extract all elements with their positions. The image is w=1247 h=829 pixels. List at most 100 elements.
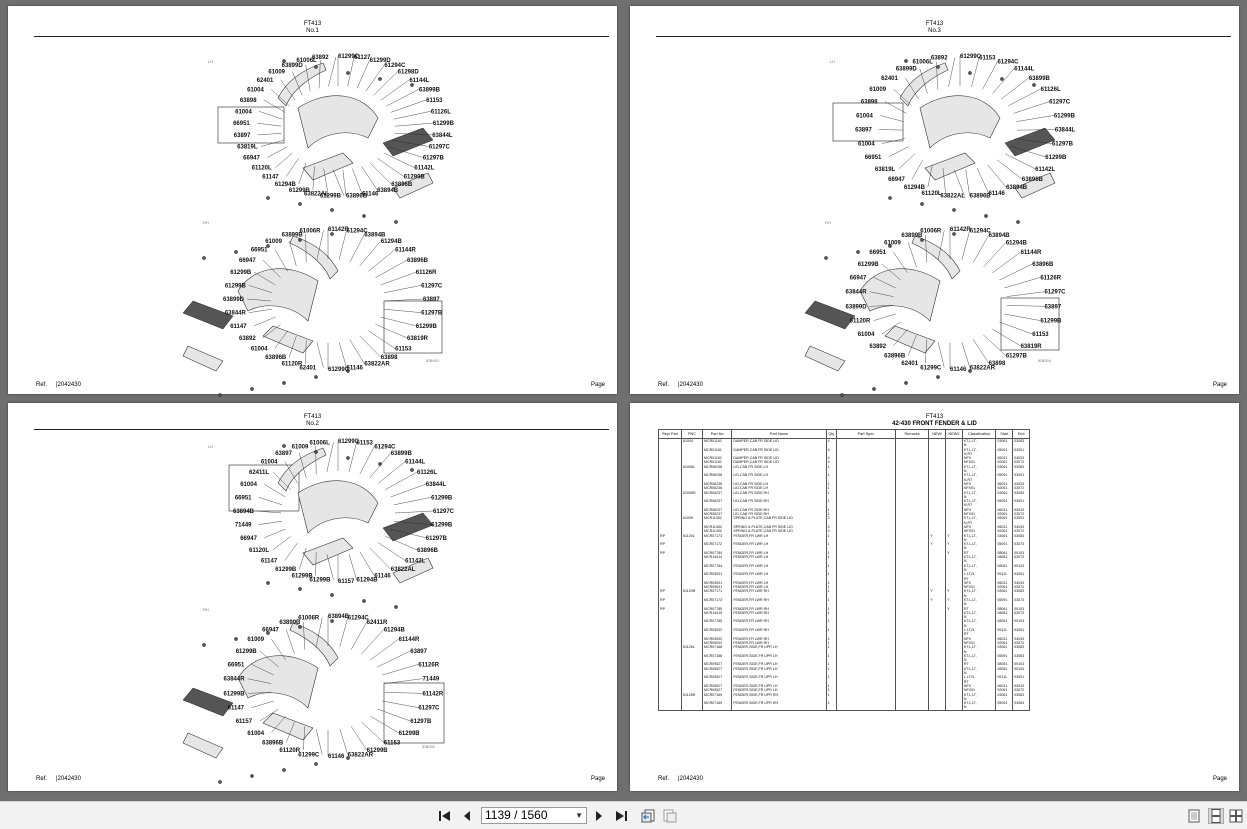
callout-label: 61144L	[409, 78, 429, 84]
callout-label: 61006L	[913, 60, 934, 66]
callout-label: 61294B	[381, 239, 403, 245]
leader-line	[1006, 291, 1045, 297]
previous-page-button[interactable]	[459, 808, 475, 824]
table-cell	[701, 546, 733, 551]
table-cell: MCR11452	[701, 529, 733, 534]
table-cell: MCR07785	[701, 619, 733, 624]
bolt	[282, 59, 286, 63]
callout-label: 61120R	[850, 319, 871, 325]
callout-label: 63899B	[901, 233, 923, 239]
bolt	[968, 369, 972, 373]
table-cell: 03072	[1012, 460, 1030, 465]
leader-line	[263, 99, 286, 113]
continuous-view-button[interactable]	[1208, 808, 1224, 824]
table-cell: MCR09527	[701, 675, 733, 680]
table-row: N	[657, 443, 1030, 448]
table-cell: MCR07168	[701, 653, 733, 659]
callout-label: 61299B	[320, 194, 342, 200]
bolt	[968, 71, 972, 75]
table-cell: MCR06237	[701, 490, 733, 495]
ref-label: Ref.	[658, 776, 670, 782]
table-cell: MCR06236	[701, 464, 733, 470]
callout-label: 61297C	[421, 283, 443, 289]
table-cell: 04033	[1012, 636, 1030, 641]
table-cell: RP	[657, 550, 683, 556]
table-cell	[836, 503, 896, 508]
last-page-button[interactable]	[613, 808, 629, 824]
table-cell: RP	[657, 533, 683, 538]
table-cell	[825, 615, 838, 620]
callout-label: 61299B	[1045, 155, 1067, 161]
table-cell: 03051	[1012, 516, 1030, 521]
table-cell	[701, 576, 733, 581]
two-page-view-button[interactable]	[1228, 808, 1244, 824]
parts-diagram: LHRHIEB00461299C6115361294C61144L63899B6…	[804, 54, 1076, 397]
table-cell: 1	[825, 675, 838, 680]
callout-label: 61294C	[348, 616, 370, 622]
callout-label: 61120L	[922, 191, 942, 197]
callout-label: 61009	[292, 444, 309, 450]
table-cell	[836, 666, 896, 672]
leader-line	[987, 164, 1007, 188]
table-cell	[657, 671, 683, 676]
table-cell	[825, 649, 838, 654]
callout-label: 61147	[261, 558, 278, 564]
leader-line	[254, 272, 276, 286]
callout-label: 62401	[257, 78, 274, 84]
leader-line	[1011, 146, 1046, 158]
table-cell	[1012, 494, 1030, 500]
callout-label: 61297B	[423, 156, 445, 162]
leader-line	[1006, 305, 1045, 307]
go-forward-button[interactable]	[662, 808, 678, 824]
table-cell	[657, 563, 683, 568]
bolt	[330, 619, 334, 623]
leader-line	[323, 168, 329, 194]
table-cell	[825, 576, 838, 581]
table-cell	[657, 486, 683, 491]
table-cell	[657, 623, 683, 629]
table-cell: 03051	[1012, 447, 1030, 452]
go-back-button[interactable]	[640, 808, 656, 824]
table-cell	[657, 628, 683, 633]
table-row: N	[657, 705, 1030, 711]
table-cell	[657, 679, 683, 684]
leader-line	[267, 146, 288, 158]
callout-label: 61147	[228, 706, 245, 712]
bolt	[218, 780, 222, 784]
fender-assembly	[182, 619, 350, 784]
leader-line	[284, 542, 298, 561]
leader-line	[380, 316, 416, 326]
table-cell: 1	[825, 636, 838, 641]
callout-label: 63898	[381, 355, 398, 361]
table-cell	[836, 692, 896, 697]
table-cell	[825, 602, 838, 607]
table-cell	[1012, 443, 1030, 448]
leader-line	[285, 629, 295, 655]
table-cell	[836, 597, 896, 603]
callout-label: 61299B	[275, 567, 297, 573]
first-page-icon	[439, 811, 450, 821]
first-page-button[interactable]	[437, 808, 453, 824]
page-number-select[interactable]: 1139 / 1560 ▼	[481, 807, 587, 824]
table-cell: 1	[825, 533, 838, 538]
callout-label: 61004	[261, 460, 278, 466]
table-cell	[1012, 615, 1030, 620]
table-cell: 04033	[1012, 481, 1030, 487]
bolt	[298, 238, 302, 242]
callout-label: 61146	[950, 367, 967, 373]
detail-box-lh	[832, 102, 904, 142]
table-cell: 4	[825, 460, 838, 465]
next-page-button[interactable]	[591, 808, 607, 824]
single-page-view-button[interactable]	[1186, 808, 1202, 824]
table-row: RT	[657, 632, 1030, 637]
callout-label: 61127	[354, 55, 371, 61]
bolt	[330, 593, 334, 597]
callout-label: 63892	[869, 344, 886, 350]
table-cell: 03083	[1012, 490, 1030, 495]
leader-line	[349, 234, 365, 263]
page-model: FT413	[303, 21, 322, 27]
